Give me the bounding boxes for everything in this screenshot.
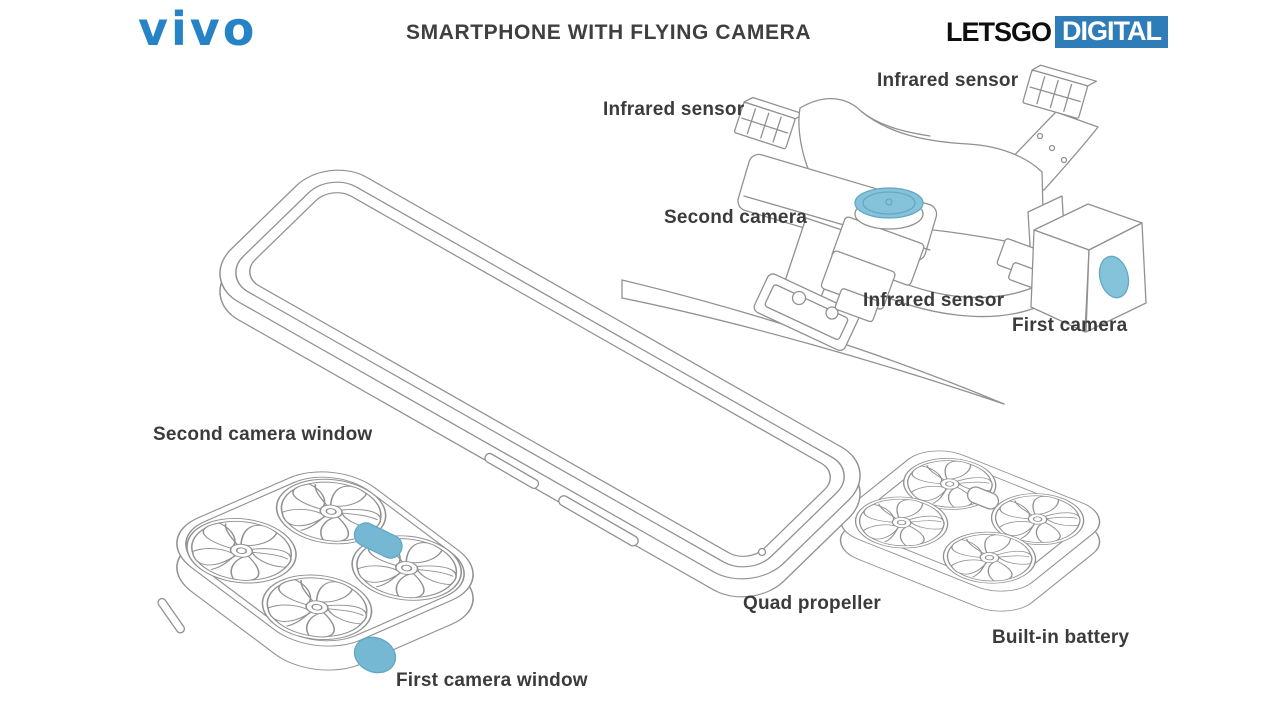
label-quad-propeller: Quad propeller [743, 593, 881, 614]
infrared-sensor-bracket [753, 273, 860, 352]
first-camera-window-shape [353, 636, 397, 674]
second-camera-window-shape [353, 522, 403, 559]
label-first-camera: First camera [1012, 315, 1128, 336]
page-title: SMARTPHONE WITH FLYING CAMERA [406, 21, 812, 44]
drone-plate [176, 471, 474, 647]
camera-window-slot [966, 486, 1000, 510]
infrared-sensor-block-top [1022, 64, 1098, 119]
letsgo-logo-text: LETSGO [946, 16, 1052, 47]
second-camera-assembly [820, 187, 925, 323]
drone-module-closeup [157, 464, 485, 674]
flying-camera-module-exploded [621, 64, 1147, 405]
smartphone-illustration [219, 169, 861, 598]
first-camera-lens [1098, 255, 1130, 299]
vivo-logo: vivo [138, 2, 258, 56]
side-button-slot [484, 452, 540, 489]
side-button-slot [558, 495, 639, 547]
first-camera-assembly [996, 195, 1147, 333]
label-second-camera: Second camera [664, 207, 808, 228]
phone-screen-outline [235, 181, 845, 568]
infrared-sensor-block-left [733, 96, 805, 150]
label-infrared-sensor-bottom: Infrared sensor [863, 290, 1005, 311]
label-built-in-battery: Built-in battery [992, 627, 1130, 648]
label-first-camera-window: First camera window [396, 670, 588, 691]
drone-module-docked [833, 446, 1103, 612]
label-second-camera-window: Second camera window [153, 424, 373, 445]
digital-logo-badge: DIGITAL [1055, 16, 1168, 48]
letsgo-digital-logo: LETSGO DIGITAL [946, 16, 1168, 48]
label-infrared-sensor-left: Infrared sensor [603, 99, 745, 120]
pinhole [757, 547, 767, 557]
phone-body [219, 169, 861, 580]
label-infrared-sensor-top: Infrared sensor [877, 70, 1019, 91]
second-camera-lens [854, 187, 924, 219]
